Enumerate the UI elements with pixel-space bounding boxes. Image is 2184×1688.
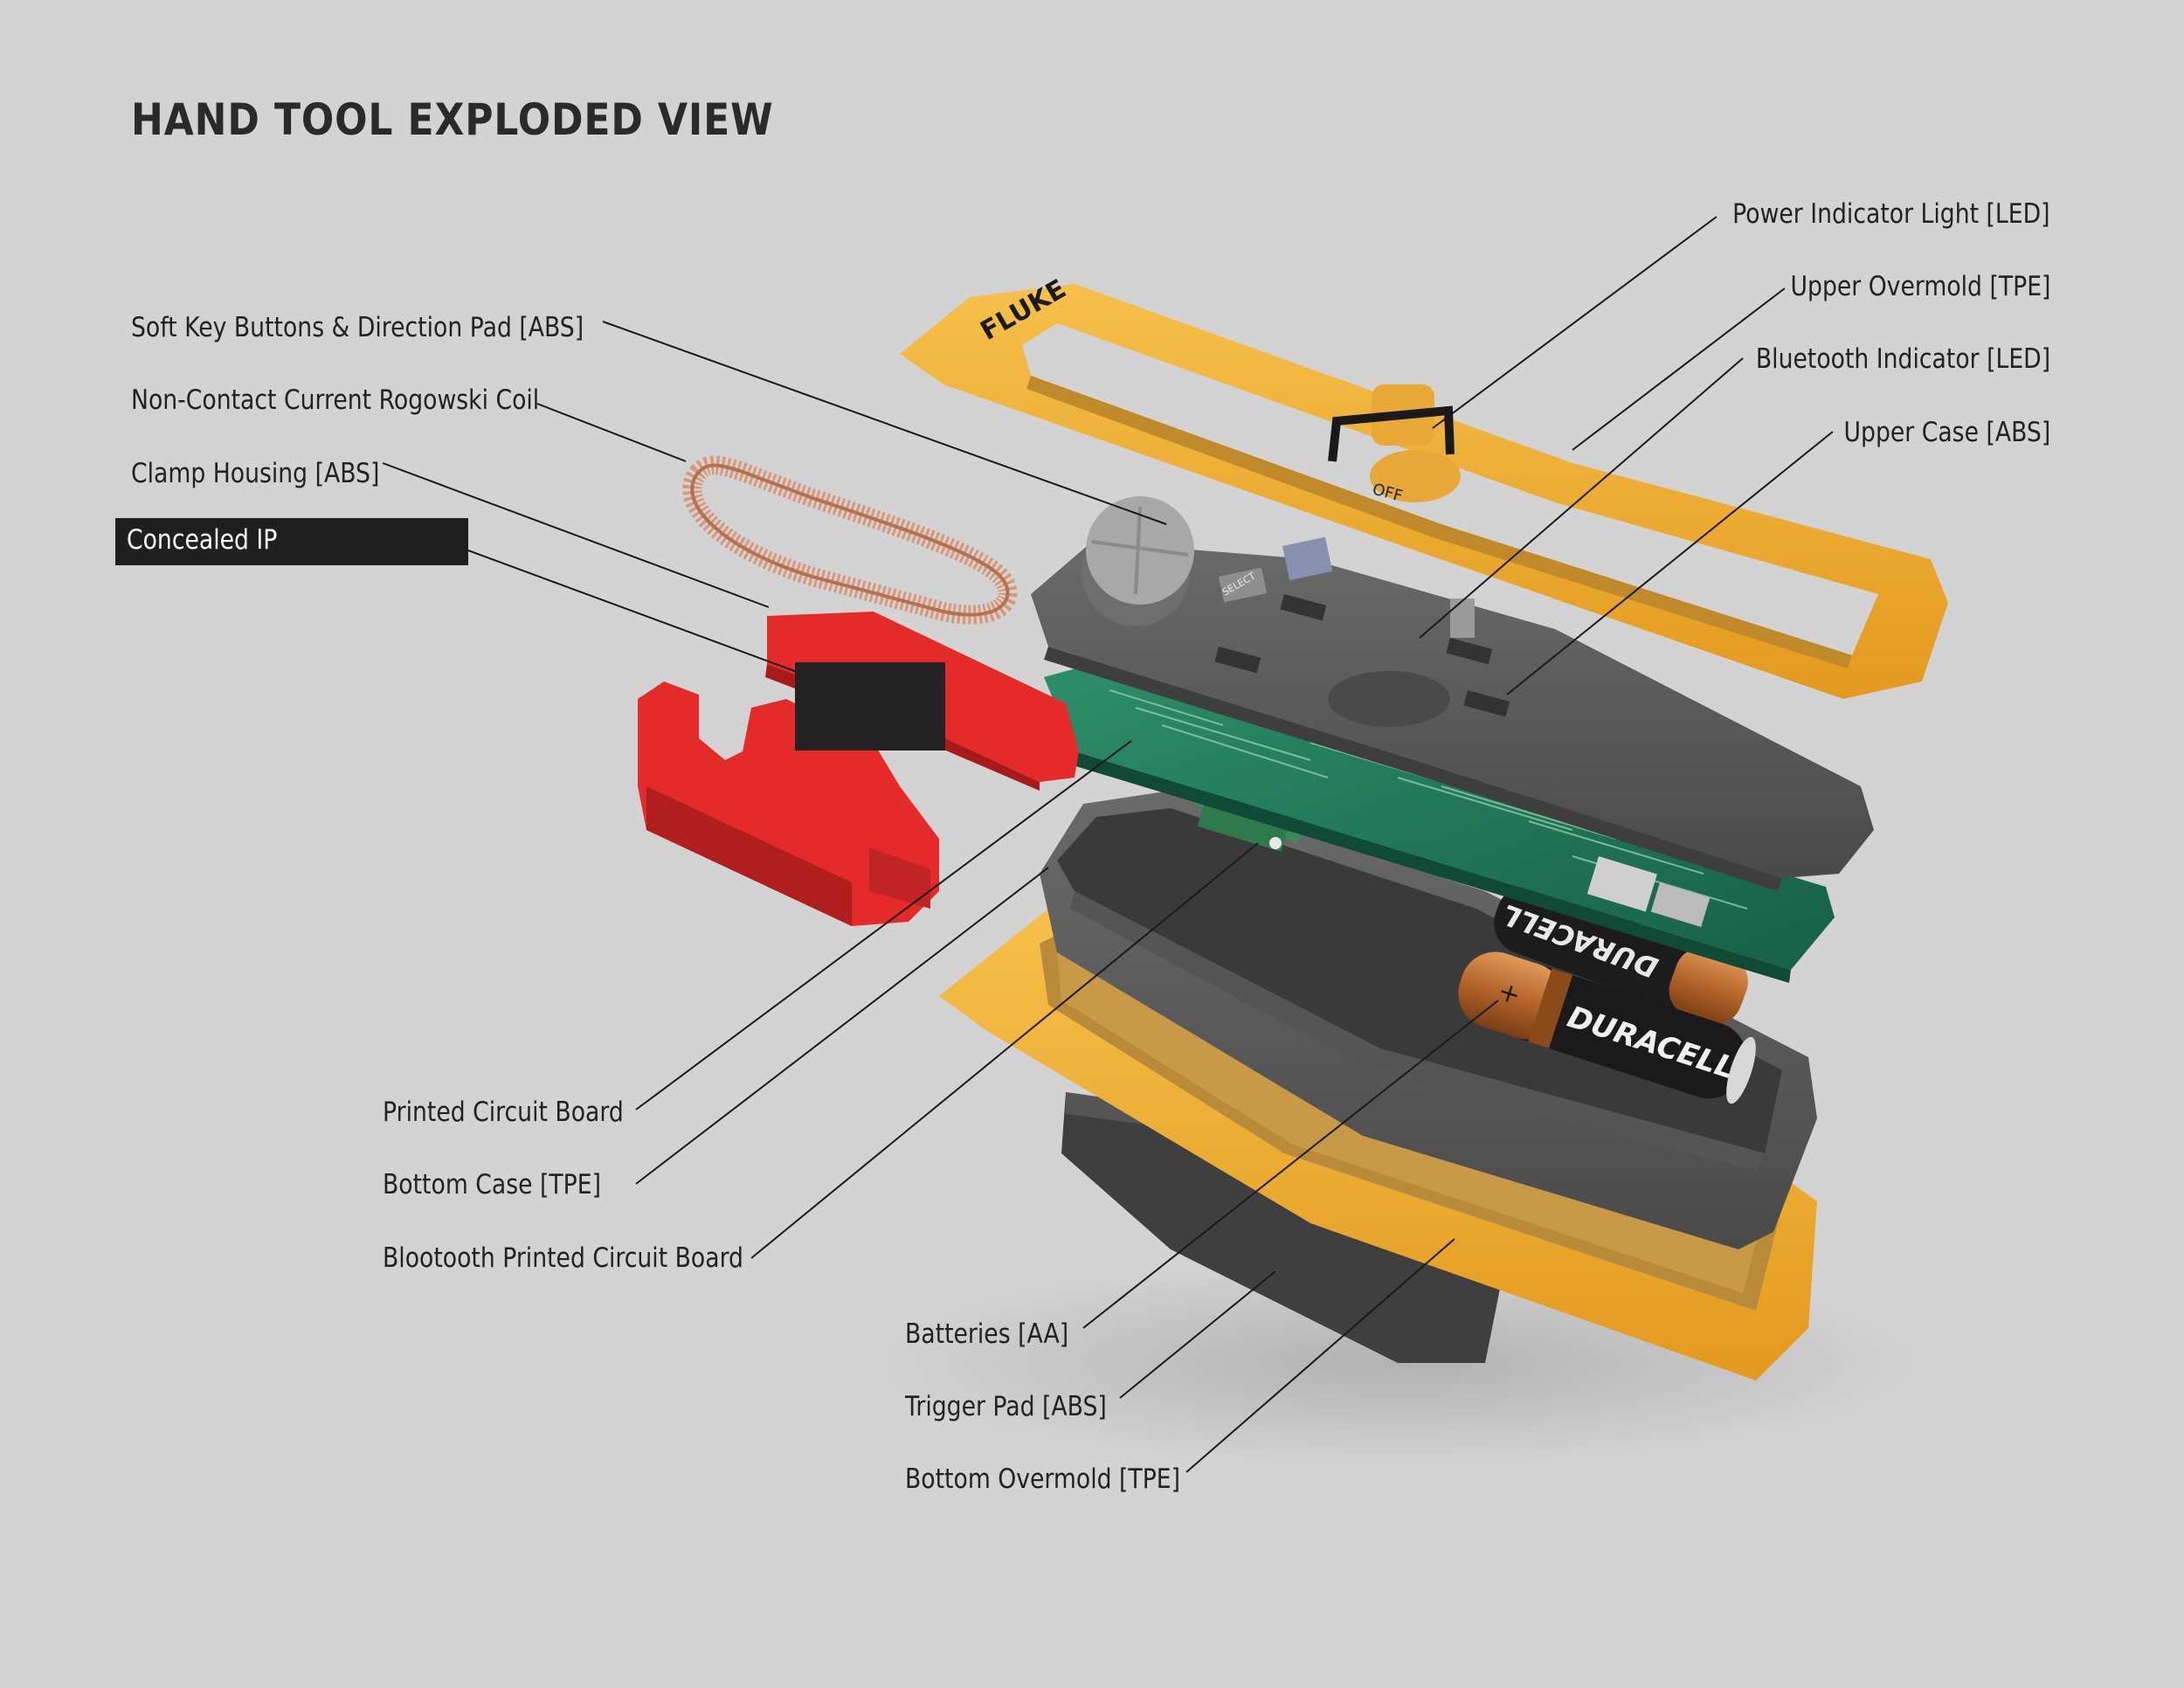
leader-pcb: [635, 740, 1132, 1110]
label-upper-case: Upper Case [ABS]: [1843, 417, 2050, 448]
label-concealed-ip: Concealed IP: [127, 524, 278, 556]
clamp-housing-part: [638, 612, 1079, 926]
leader-clamp-housing: [382, 462, 770, 608]
leader-upper-overmold: [1572, 287, 1786, 451]
leader-soft-key: [602, 321, 1167, 525]
label-power-indicator-light: Power Indicator Light [LED]: [1732, 198, 2050, 230]
leader-power-led: [1432, 216, 1717, 429]
leader-bt-pcb: [750, 842, 1259, 1259]
leader-bottom-case: [635, 867, 1049, 1185]
leader-concealed: [467, 550, 800, 674]
leader-lines: [382, 216, 1834, 1473]
label-rogowski-coil: Non-Contact Current Rogowski Coil: [131, 384, 540, 416]
label-bluetooth-pcb: Blootooth Printed Circuit Board: [383, 1242, 743, 1274]
label-batteries: Batteries [AA]: [905, 1318, 1069, 1350]
label-trigger-pad: Trigger Pad [ABS]: [905, 1391, 1107, 1422]
concealed-ip-label-box: [115, 518, 468, 565]
label-bottom-case: Bottom Case [TPE]: [383, 1169, 601, 1200]
leader-bottom-overmold: [1185, 1238, 1455, 1473]
label-soft-key-buttons: Soft Key Buttons & Direction Pad [ABS]: [131, 312, 584, 343]
label-clamp-housing: Clamp Housing [ABS]: [131, 458, 380, 489]
leader-bluetooth-led: [1419, 357, 1744, 639]
leader-upper-case: [1506, 431, 1834, 695]
label-printed-circuit-board: Printed Circuit Board: [383, 1097, 624, 1128]
leader-rogowski: [536, 403, 687, 462]
label-bluetooth-indicator: Bluetooth Indicator [LED]: [1755, 343, 2050, 375]
leader-batteries: [1082, 1000, 1499, 1329]
leader-trigger-pad: [1119, 1270, 1276, 1399]
bottom-case-part: [1040, 791, 1817, 1249]
rogowski-coil-part: [682, 455, 1018, 625]
label-upper-overmold: Upper Overmold [TPE]: [1790, 271, 2050, 302]
label-bottom-overmold: Bottom Overmold [TPE]: [905, 1463, 1181, 1495]
page-title: HAND TOOL EXPLODED VIEW: [131, 94, 774, 145]
concealed-ip-mask: [795, 662, 945, 751]
main-pcb-part: [1044, 664, 1835, 983]
upper-case-part: SELECT: [1031, 496, 1874, 891]
